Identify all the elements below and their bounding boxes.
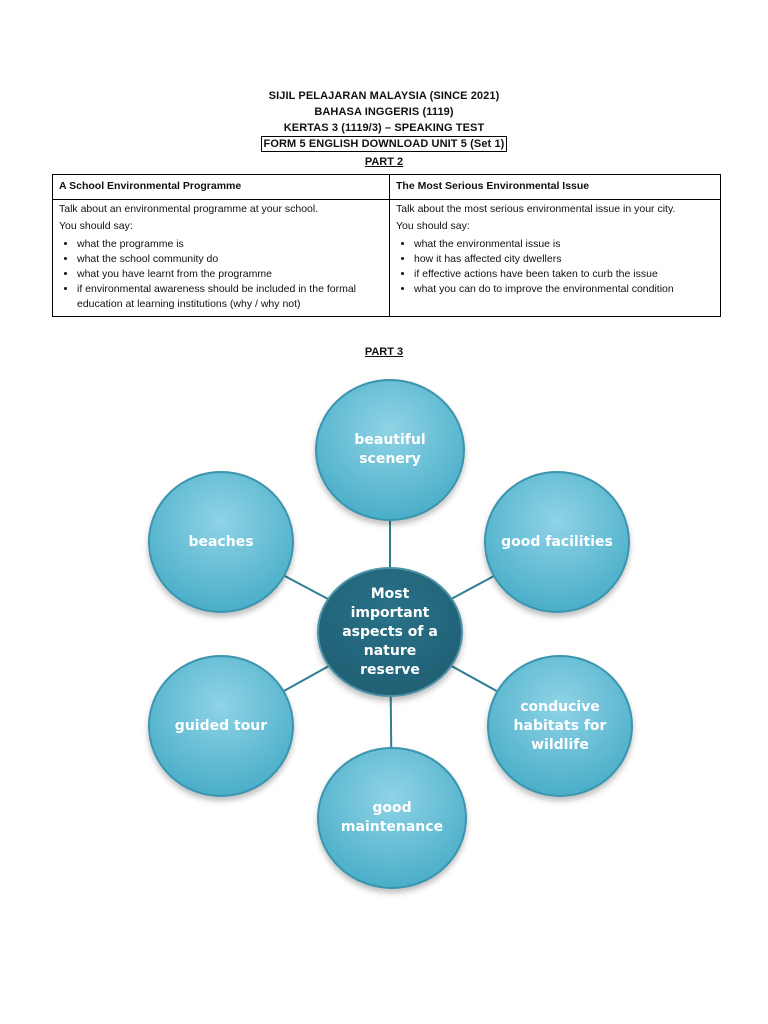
node-top	[315, 379, 465, 521]
list-item: what the school community do	[77, 252, 383, 267]
list-item: if effective actions have been taken to …	[414, 267, 714, 282]
exam-title: SIJIL PELAJARAN MALAYSIA (SINCE 2021)	[268, 90, 500, 102]
left-bullet-list: what the programme is what the school co…	[59, 237, 383, 312]
part2-label: PART 2	[364, 156, 404, 168]
node-lower-left	[148, 655, 294, 797]
left-should-say: You should say:	[59, 220, 133, 232]
right-topic-body: Talk about the most serious environmenta…	[389, 199, 721, 317]
mind-map: beautiful scenery good facilities conduciv…	[0, 360, 768, 920]
left-topic-title: A School Environmental Programme	[52, 174, 390, 200]
right-bullet-list: what the environmental issue is how it h…	[396, 237, 714, 297]
node-label-bottom: good maintenance	[340, 800, 444, 835]
part3-label: PART 3	[364, 346, 404, 358]
right-topic-title: The Most Serious Environmental Issue	[389, 174, 721, 200]
list-item: what you can do to improve the environme…	[414, 282, 714, 297]
right-topic-intro: Talk about the most serious environmenta…	[396, 203, 676, 215]
list-item: what you have learnt from the programme	[77, 267, 383, 282]
node-label-lower-right: conducive habitats for wildlife	[513, 698, 607, 753]
left-topic-body: Talk about an environmental programme at…	[52, 199, 390, 317]
mind-map-graphic	[148, 379, 633, 889]
unit-title: FORM 5 ENGLISH DOWNLOAD UNIT 5 (Set 1)	[260, 136, 508, 152]
node-label-lower-left: guided tour	[174, 717, 268, 734]
list-item: what the programme is	[77, 237, 383, 252]
node-upper-left	[148, 471, 294, 613]
node-label-top: beautiful scenery	[354, 432, 426, 467]
node-upper-right	[484, 471, 630, 613]
document-header: SIJIL PELAJARAN MALAYSIA (SINCE 2021) BA…	[0, 88, 768, 152]
node-label-upper-left: beaches	[188, 533, 254, 550]
node-lower-right	[487, 655, 633, 797]
list-item: if environmental awareness should be inc…	[77, 282, 383, 312]
left-topic-intro: Talk about an environmental programme at…	[59, 203, 319, 215]
right-should-say: You should say:	[396, 220, 470, 232]
list-item: what the environmental issue is	[414, 237, 714, 252]
part2-table: A School Environmental Programme The Mos…	[52, 174, 721, 317]
center-node-label: Most important aspects of a nature reser…	[342, 585, 438, 678]
node-label-upper-right: good facilities	[501, 533, 613, 550]
center-node	[317, 567, 463, 697]
node-bottom	[317, 747, 467, 889]
list-item: how it has affected city dwellers	[414, 252, 714, 267]
paper-title: KERTAS 3 (1119/3) – SPEAKING TEST	[283, 122, 485, 134]
subject-title: BAHASA INGGERIS (1119)	[314, 106, 454, 118]
